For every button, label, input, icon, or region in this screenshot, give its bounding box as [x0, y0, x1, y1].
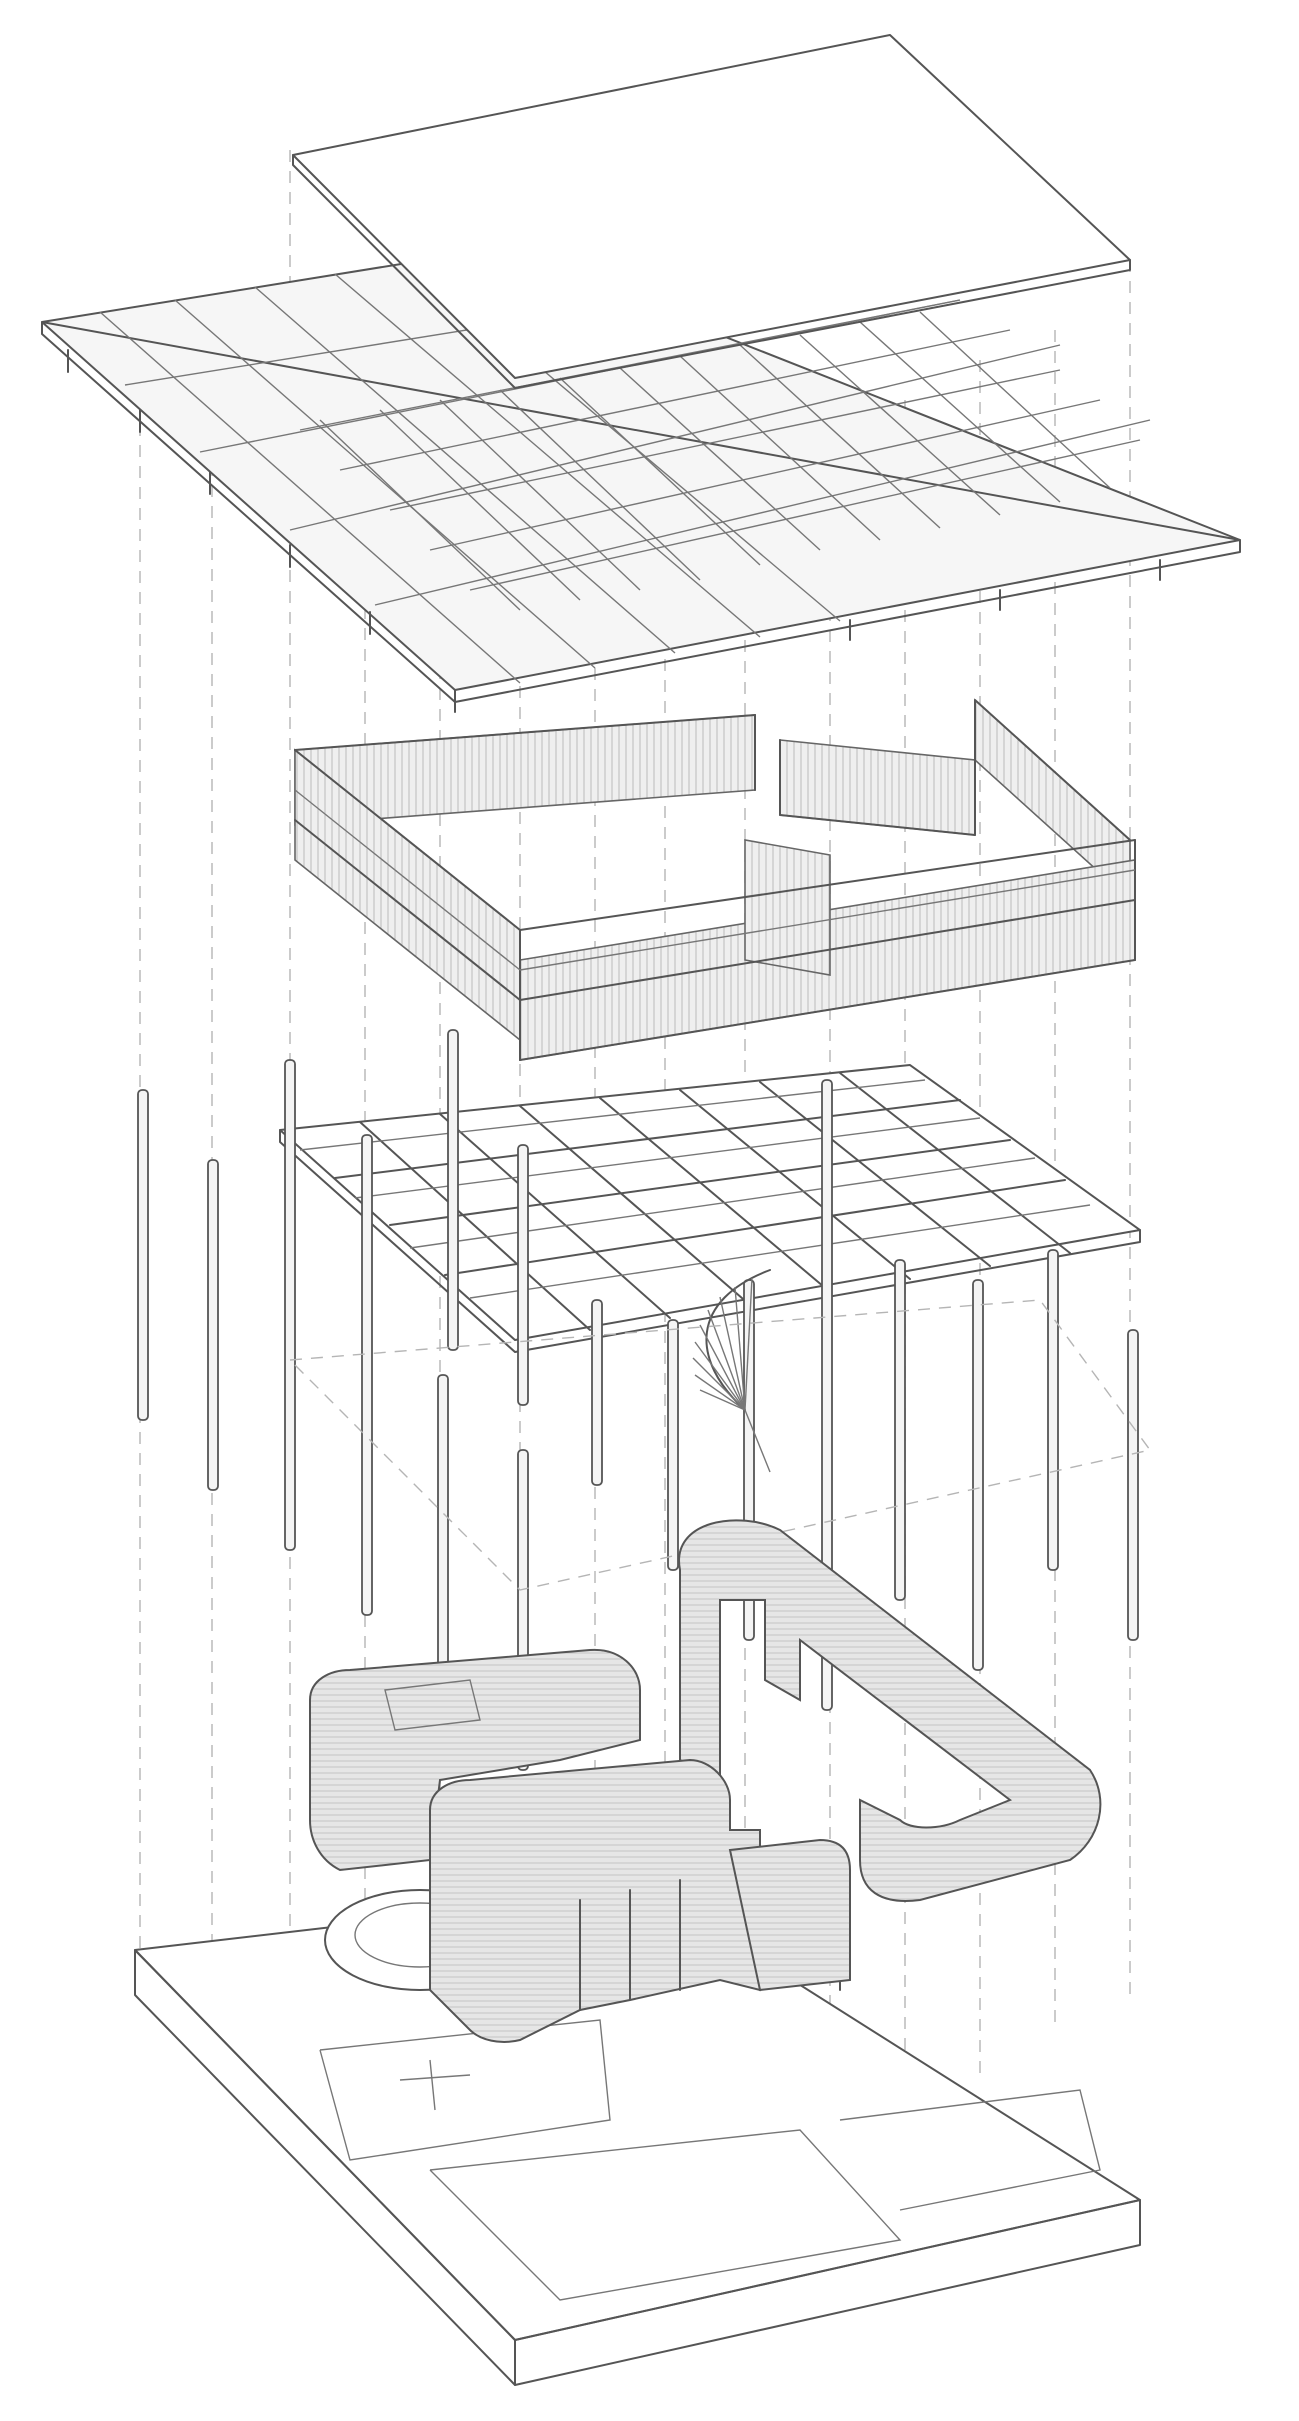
curved-printed-walls: [309, 1519, 1102, 2043]
floor-beam-grid: [279, 1064, 1141, 1353]
roof-grid-frame: [41, 247, 1241, 713]
spiral-stair: [692, 1269, 771, 1473]
upper-balustrade-walls: [294, 698, 1136, 1061]
roof-panel: [292, 34, 1131, 389]
columns: [137, 1029, 1139, 1771]
